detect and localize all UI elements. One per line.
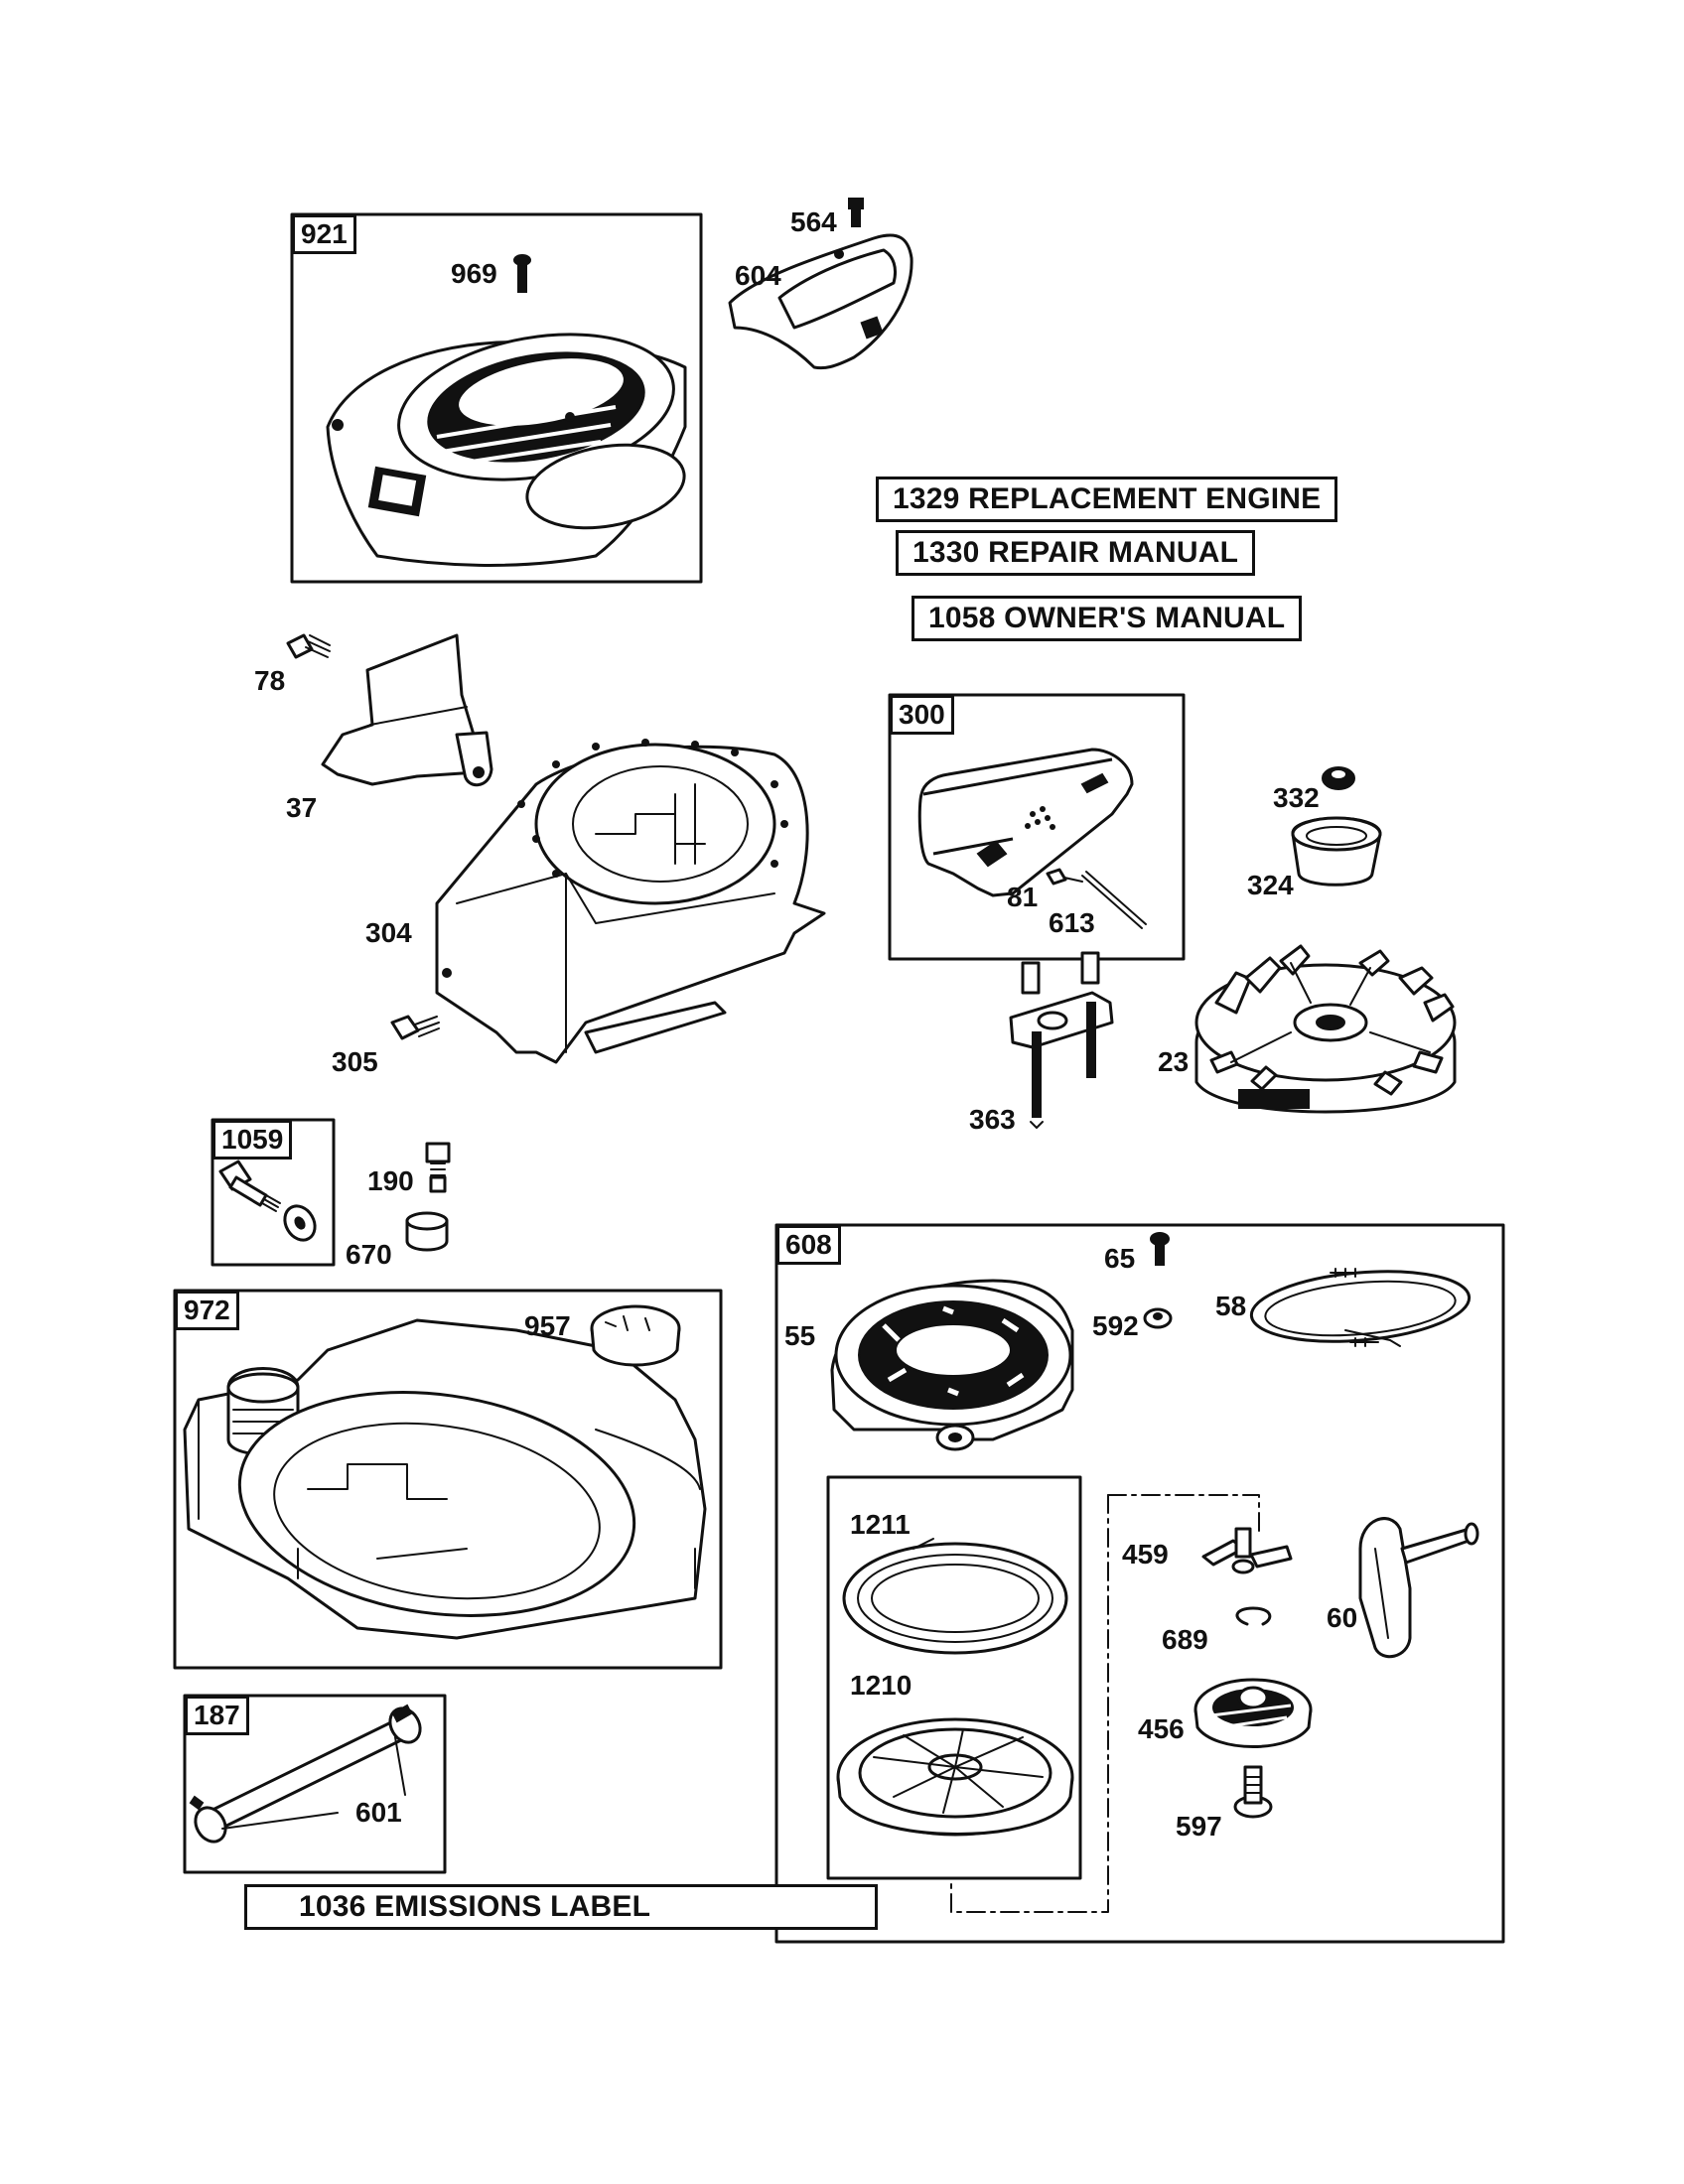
blower-cover-921 bbox=[326, 333, 687, 567]
screw-969 bbox=[513, 254, 531, 293]
spring-1211 bbox=[842, 1538, 1068, 1655]
part-label-601: 601 bbox=[355, 1797, 402, 1828]
rod-613 bbox=[1081, 871, 1147, 929]
pin-1059-part bbox=[218, 1160, 317, 1242]
screw-78 bbox=[286, 633, 331, 659]
group-label-187: 187 bbox=[185, 1696, 249, 1735]
assembly-connector-line bbox=[950, 1494, 1109, 1913]
guard-604 bbox=[728, 233, 913, 370]
note-repair-manual: 1330 REPAIR MANUAL bbox=[896, 530, 1256, 576]
muffler-300 bbox=[917, 748, 1134, 897]
part-label-363: 363 bbox=[969, 1104, 1016, 1135]
part-label-78: 78 bbox=[254, 665, 286, 696]
group-1211-1210-frame bbox=[826, 1475, 1082, 1880]
pulley-1210 bbox=[836, 1717, 1074, 1837]
flywheel-23 bbox=[1194, 944, 1457, 1114]
part-label-670: 670 bbox=[346, 1239, 392, 1270]
screw-65 bbox=[1150, 1232, 1170, 1266]
group-921-frame bbox=[290, 212, 703, 584]
part-label-613: 613 bbox=[1049, 907, 1095, 938]
part-label-459: 459 bbox=[1122, 1539, 1169, 1570]
group-608-frame bbox=[774, 1223, 1505, 1944]
nut-332 bbox=[1322, 766, 1355, 790]
screw-81 bbox=[1046, 868, 1083, 886]
tank-base-972 bbox=[183, 1318, 707, 1640]
clip-689 bbox=[1235, 1606, 1272, 1626]
cup-324 bbox=[1291, 816, 1382, 887]
part-label-55: 55 bbox=[784, 1320, 816, 1351]
screw-597 bbox=[1233, 1765, 1273, 1819]
group-300-frame bbox=[888, 693, 1186, 961]
note-owners-manual: 1058 OWNER'S MANUAL bbox=[912, 596, 1303, 641]
part-label-1210: 1210 bbox=[850, 1670, 912, 1701]
fuel-cap-957 bbox=[590, 1304, 681, 1367]
pin-190 bbox=[425, 1142, 451, 1193]
group-label-1059: 1059 bbox=[212, 1120, 293, 1160]
rope-58 bbox=[1249, 1268, 1472, 1347]
group-label-921: 921 bbox=[292, 214, 356, 254]
screw-564 bbox=[848, 198, 864, 227]
group-label-300: 300 bbox=[890, 695, 954, 735]
group-label-972: 972 bbox=[175, 1291, 239, 1330]
part-label-456: 456 bbox=[1138, 1713, 1185, 1744]
part-label-604: 604 bbox=[735, 260, 781, 291]
handle-60 bbox=[1358, 1517, 1479, 1659]
note-replacement-engine: 1329 REPLACEMENT ENGINE bbox=[876, 477, 1338, 522]
part-label-190: 190 bbox=[367, 1165, 414, 1196]
part-label-304: 304 bbox=[365, 917, 412, 948]
part-label-58: 58 bbox=[1215, 1291, 1247, 1321]
bracket-363 bbox=[1009, 951, 1114, 1129]
part-label-324: 324 bbox=[1247, 870, 1294, 900]
starter-housing-55 bbox=[830, 1279, 1074, 1451]
group-label-608: 608 bbox=[776, 1225, 841, 1265]
assembly-connector-line bbox=[1107, 1494, 1260, 1538]
part-label-1211: 1211 bbox=[850, 1509, 911, 1540]
blower-housing-304 bbox=[435, 739, 826, 1064]
dog-459 bbox=[1201, 1527, 1293, 1574]
part-label-969: 969 bbox=[451, 258, 497, 289]
part-label-65: 65 bbox=[1104, 1243, 1136, 1274]
part-label-332: 332 bbox=[1273, 782, 1320, 813]
part-label-564: 564 bbox=[790, 206, 837, 237]
nut-592 bbox=[1143, 1307, 1173, 1329]
part-label-81: 81 bbox=[1007, 882, 1039, 912]
group-972-frame bbox=[173, 1289, 723, 1670]
fuel-line-187 bbox=[189, 1704, 422, 1843]
deflector-37 bbox=[321, 633, 493, 787]
part-label-957: 957 bbox=[524, 1310, 571, 1341]
ratchet-456 bbox=[1193, 1678, 1313, 1748]
part-label-23: 23 bbox=[1158, 1046, 1190, 1077]
part-label-592: 592 bbox=[1092, 1310, 1139, 1341]
group-187-frame bbox=[183, 1694, 447, 1874]
note-emissions-label: 1036 EMISSIONS LABEL bbox=[244, 1884, 878, 1930]
part-label-689: 689 bbox=[1162, 1624, 1208, 1655]
part-label-305: 305 bbox=[332, 1046, 378, 1077]
part-label-37: 37 bbox=[286, 792, 318, 823]
spacer-670 bbox=[405, 1211, 449, 1252]
part-label-60: 60 bbox=[1327, 1602, 1358, 1633]
part-label-597: 597 bbox=[1176, 1811, 1222, 1842]
screw-305 bbox=[390, 1015, 440, 1040]
